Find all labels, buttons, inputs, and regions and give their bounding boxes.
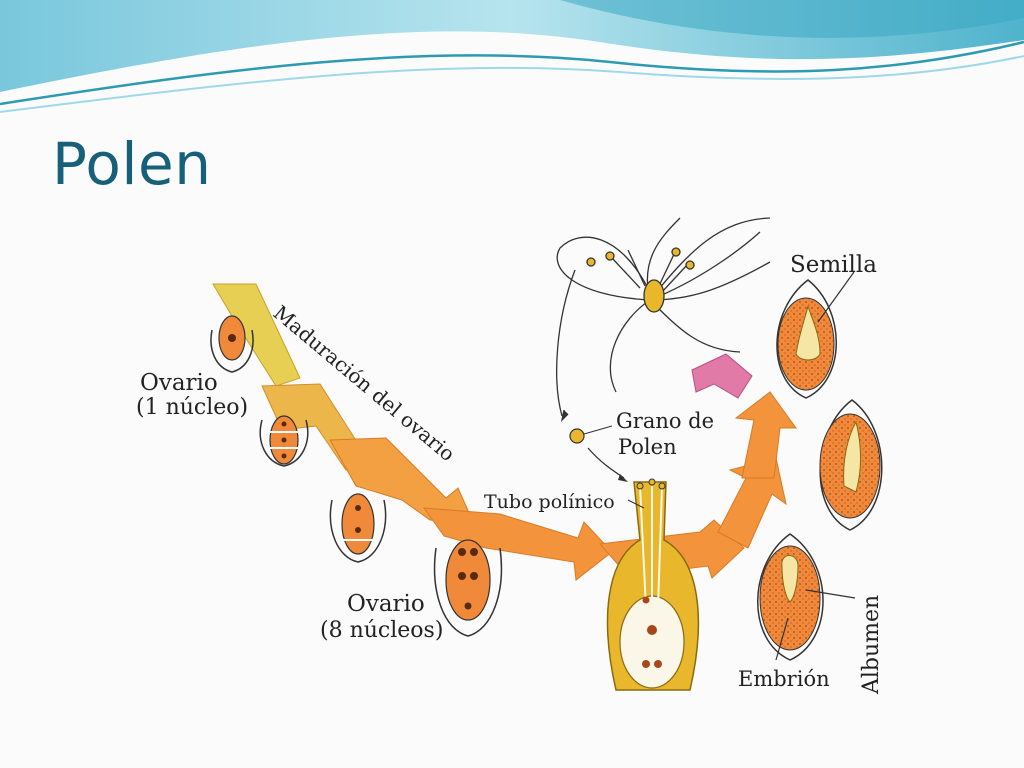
ovary-stage-2 — [259, 415, 309, 467]
ovary-stage-1 — [210, 315, 254, 373]
slide-title: Polen — [52, 130, 212, 198]
arrow-segment-7 — [734, 391, 797, 479]
header-wave-decoration — [0, 0, 1024, 113]
wave-band-right — [560, 0, 1024, 38]
label-embryo: Embrión — [738, 667, 830, 691]
leader-lines — [627, 271, 856, 661]
maturation-arrow — [212, 283, 797, 581]
arrow-segment-1 — [212, 283, 301, 387]
label-ovary-one-line2: (1 núcleo) — [136, 395, 248, 420]
label-ovary-eight-line1: Ovario — [347, 591, 425, 617]
ovary-stage-3 — [329, 493, 387, 563]
label-pollen-grain-line1: Grano de — [616, 409, 714, 433]
label-pollen-tube: Tubo polínico — [484, 491, 615, 513]
label-ovary-one-line1: Ovario — [140, 370, 218, 396]
seed-bottom — [757, 533, 824, 661]
label-albumen: Albumen — [859, 595, 884, 695]
arrow-segment-pink — [691, 353, 753, 399]
seed-top — [776, 279, 837, 399]
ovary-stage-4 — [433, 539, 503, 637]
pistil-ovary — [606, 478, 700, 691]
wave-line-dark — [0, 40, 1024, 106]
label-seed: Semilla — [790, 252, 877, 278]
label-ovary-eight-line2: (8 núcleos) — [320, 618, 443, 643]
label-pollen-grain-line2: Polen — [618, 435, 677, 459]
seed-middle — [819, 399, 883, 531]
wave-line-light — [0, 55, 1024, 113]
flower — [556, 217, 771, 422]
pollen-grain — [569, 425, 628, 482]
